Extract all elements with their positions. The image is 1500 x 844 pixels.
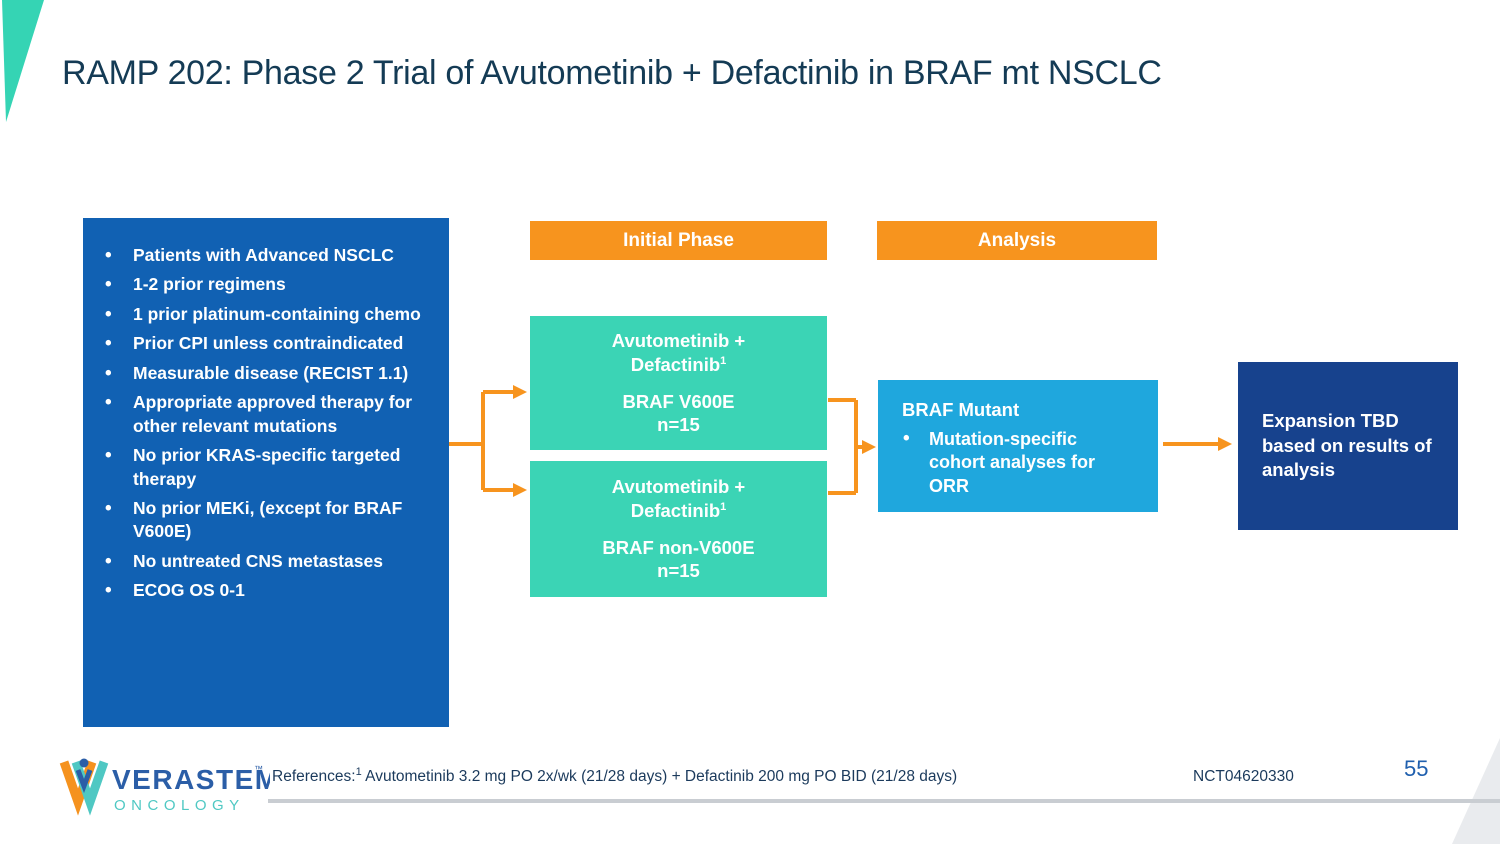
slide-title: RAMP 202: Phase 2 Trial of Avutometinib … xyxy=(62,54,1162,92)
nct-number: NCT04620330 xyxy=(1193,768,1294,785)
verastem-oncology-logo: VERASTEM ™ ONCOLOGY xyxy=(59,758,270,816)
corner-triangle-decoration xyxy=(2,0,44,122)
analysis-bullet: Mutation-specific cohort analyses for OR… xyxy=(902,427,1119,498)
logo-trademark: ™ xyxy=(254,764,263,774)
cohort-drug-label: Avutometinib + Defactinib1 xyxy=(612,475,745,522)
eligibility-list: Patients with Advanced NSCLC 1-2 prior r… xyxy=(103,243,437,604)
mutation-text: BRAF non-V600E xyxy=(602,536,755,558)
mutation-text: BRAF V600E xyxy=(622,390,735,412)
drug-line2: Defactinib xyxy=(630,353,721,375)
sample-size: n=15 xyxy=(657,414,700,436)
arrow-to-expansion xyxy=(1163,437,1232,451)
eligibility-item: No untreated CNS metastases xyxy=(103,549,437,575)
initial-phase-header: Initial Phase xyxy=(530,221,827,260)
eligibility-item: Patients with Advanced NSCLC xyxy=(103,243,437,269)
eligibility-item: Prior CPI unless contraindicated xyxy=(103,331,437,357)
expansion-text: Expansion TBD based on results of analys… xyxy=(1262,410,1432,481)
references-text: References:1 Avutometinib 3.2 mg PO 2x/w… xyxy=(272,765,958,786)
eligibility-criteria-box: Patients with Advanced NSCLC 1-2 prior r… xyxy=(83,218,449,727)
cohort-mutation-label: BRAF non-V600E n=15 xyxy=(602,536,754,583)
merge-arrow-middle xyxy=(828,398,876,495)
sample-size: n=15 xyxy=(657,560,700,582)
logo-subtitle: ONCOLOGY xyxy=(114,797,245,814)
footnote-marker: 1 xyxy=(720,354,727,367)
eligibility-item: No prior MEKi, (except for BRAF V600E) xyxy=(103,496,437,544)
references-body: Avutometinib 3.2 mg PO 2x/wk (21/28 days… xyxy=(361,768,958,785)
eligibility-item: 1-2 prior regimens xyxy=(103,272,437,298)
logo-mark-icon xyxy=(59,758,109,816)
braf-mutant-analysis-box: BRAF Mutant Mutation-specific cohort ana… xyxy=(878,380,1158,512)
bottom-wedge-decoration xyxy=(1452,738,1500,844)
eligibility-item: Appropriate approved therapy for other r… xyxy=(103,390,437,438)
logo-wordmark: VERASTEM xyxy=(112,764,270,795)
cohort-mutation-label: BRAF V600E n=15 xyxy=(622,390,734,437)
drug-line2: Defactinib xyxy=(630,499,721,521)
page-number: 55 xyxy=(1404,756,1429,781)
cohort-non-v600e-box: Avutometinib + Defactinib1 BRAF non-V600… xyxy=(530,461,827,597)
drug-line1: Avutometinib + xyxy=(611,330,746,352)
analysis-bullet-list: Mutation-specific cohort analyses for OR… xyxy=(902,427,1144,498)
drug-line1: Avutometinib + xyxy=(611,476,746,498)
analysis-header: Analysis xyxy=(877,221,1157,260)
eligibility-item: Measurable disease (RECIST 1.1) xyxy=(103,361,437,387)
reference-superscript: 1 xyxy=(355,765,362,778)
split-arrow-left xyxy=(449,385,527,497)
references-label: References: xyxy=(272,768,356,785)
eligibility-item: No prior KRAS-specific targeted therapy xyxy=(103,443,437,491)
cohort-v600e-box: Avutometinib + Defactinib1 BRAF V600E n=… xyxy=(530,316,827,450)
footer-divider-line xyxy=(268,799,1500,803)
cohort-drug-label: Avutometinib + Defactinib1 xyxy=(612,329,745,376)
eligibility-item: ECOG OS 0-1 xyxy=(103,578,437,604)
footnote-marker: 1 xyxy=(720,500,727,513)
expansion-box: Expansion TBD based on results of analys… xyxy=(1238,362,1458,530)
analysis-box-title: BRAF Mutant xyxy=(902,399,1020,420)
eligibility-item: 1 prior platinum-containing chemo xyxy=(103,302,437,328)
